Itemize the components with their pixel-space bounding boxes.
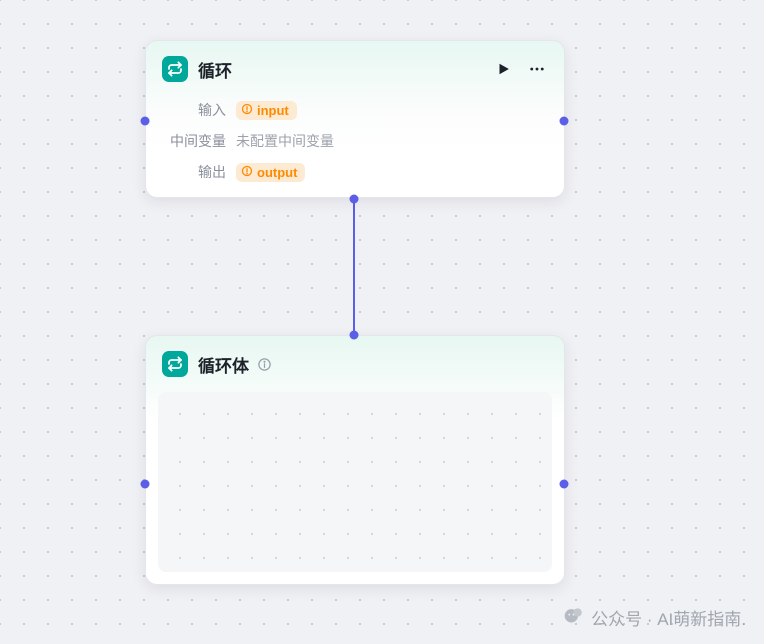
loop-body-right-port[interactable] bbox=[559, 479, 569, 489]
intermediate-vars-label: 中间变量 bbox=[170, 133, 226, 149]
variable-type-icon bbox=[241, 103, 253, 118]
more-options-button[interactable] bbox=[528, 60, 546, 78]
loop-body-left-port[interactable] bbox=[140, 479, 150, 489]
input-variable-name: input bbox=[257, 102, 289, 118]
intermediate-vars-row: 中间变量 未配置中间变量 bbox=[162, 129, 548, 153]
loop-node-title: 循环 bbox=[198, 61, 232, 81]
input-label: 输入 bbox=[198, 102, 226, 118]
loop-body-top-port[interactable] bbox=[349, 330, 359, 340]
loop-node-left-port[interactable] bbox=[140, 116, 150, 126]
input-row: 输入 input bbox=[162, 98, 548, 122]
loop-icon bbox=[162, 351, 188, 377]
variable-type-icon bbox=[241, 165, 253, 180]
input-variable-badge: input bbox=[236, 100, 297, 120]
output-variable-badge: output bbox=[236, 162, 306, 182]
loop-body-node[interactable]: 循环体 bbox=[145, 335, 565, 585]
output-variable-name: output bbox=[257, 164, 298, 180]
output-label: 输出 bbox=[198, 164, 226, 180]
loop-icon bbox=[162, 56, 188, 82]
loop-node[interactable]: 循环 输入 input bbox=[145, 40, 565, 198]
loop-body-drop-area[interactable] bbox=[158, 392, 552, 572]
watermark-text: 公众号 · AI萌新指南. bbox=[591, 610, 746, 629]
watermark: 公众号 · AI萌新指南. bbox=[563, 605, 746, 630]
loop-node-bottom-port[interactable] bbox=[349, 194, 359, 204]
info-icon[interactable] bbox=[257, 357, 272, 372]
loop-body-header: 循环体 bbox=[146, 336, 564, 386]
run-button[interactable] bbox=[496, 62, 510, 76]
loop-node-header: 循环 bbox=[146, 41, 564, 91]
wechat-icon bbox=[563, 605, 583, 630]
output-row: 输出 output bbox=[162, 160, 548, 184]
loop-body-title: 循环体 bbox=[198, 356, 249, 376]
intermediate-vars-value: 未配置中间变量 bbox=[236, 133, 334, 149]
loop-node-right-port[interactable] bbox=[559, 116, 569, 126]
